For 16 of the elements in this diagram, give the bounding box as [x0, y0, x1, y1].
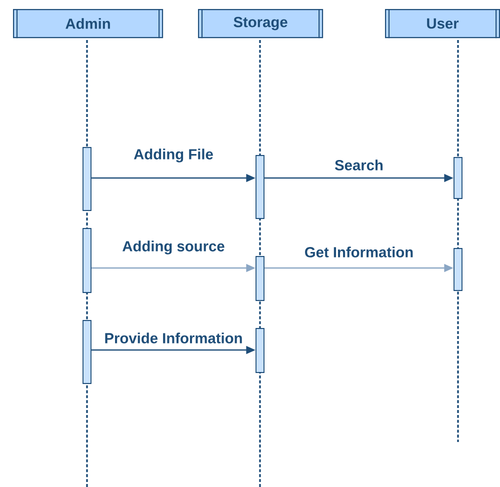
lifeline-header: Storage — [198, 8, 324, 39]
lifeline-header: Admin — [13, 8, 164, 39]
edge-label: Search — [334, 160, 383, 170]
activation-bar — [256, 155, 264, 219]
activation-bar — [82, 320, 92, 384]
edge-label: Get Information — [305, 246, 413, 258]
activation-bar — [454, 248, 462, 291]
edge-label: Adding source — [122, 240, 224, 254]
activation-bar — [256, 328, 264, 373]
activation-bar — [256, 256, 264, 301]
activation-bar — [454, 157, 462, 199]
activation-bar — [82, 228, 92, 293]
activation-bar — [82, 147, 92, 211]
edge-label: Provide Information — [105, 332, 242, 344]
lifeline-header: User — [385, 8, 500, 39]
edge-label: Adding File — [134, 148, 213, 162]
